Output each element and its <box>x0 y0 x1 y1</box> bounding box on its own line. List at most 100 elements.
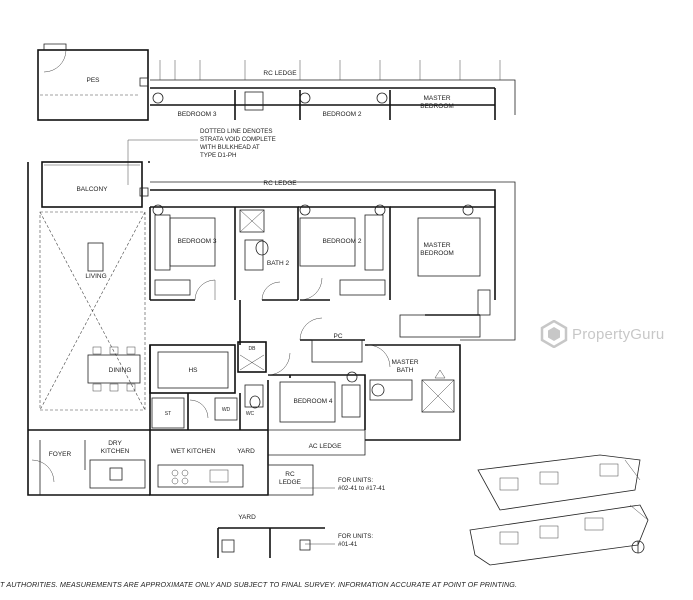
dining-chairs <box>92 346 136 392</box>
bedroom4-column <box>346 371 358 383</box>
foyer-label: FOYER <box>49 451 72 458</box>
master-bed <box>417 217 481 277</box>
key-plan-block-upper <box>477 454 641 511</box>
service-walls <box>187 380 269 430</box>
rc-ledge-small-2: LEDGE <box>279 479 302 486</box>
bedroom4-wardrobe <box>341 384 361 418</box>
outer-wall-left <box>27 162 150 496</box>
bedroom4-walls <box>268 374 366 430</box>
bath2-walls <box>235 206 299 301</box>
dry-kitchen-label-1: DRY <box>108 440 122 447</box>
yard-lower-label: YARD <box>238 514 256 521</box>
note-line-1: DOTTED LINE DENOTES <box>200 128 273 135</box>
master-bath-triangle <box>434 369 446 379</box>
top-master-label-1: MASTER <box>423 95 450 102</box>
wet-kitchen-sink <box>209 469 229 483</box>
corridor-walls <box>239 300 365 345</box>
bedroom3-bed <box>169 217 216 267</box>
top-master-label-2: BEDROOM <box>420 103 454 110</box>
top-bedroom3-label: BEDROOM 3 <box>177 111 216 118</box>
foyer-door <box>31 459 55 483</box>
balcony-outline <box>41 161 143 208</box>
units-range-2: #01-41 <box>338 541 358 548</box>
master-bath-label-1: MASTER <box>391 359 418 366</box>
master-bath-label-2: BATH <box>397 367 414 374</box>
bath2-label: BATH 2 <box>267 260 290 267</box>
strata-void-dashed <box>39 211 146 411</box>
outer-wall-top <box>148 161 496 300</box>
pes-label: PES <box>86 77 100 84</box>
note-line-3: WITH BULKHEAD AT <box>200 144 260 151</box>
note-leader-line <box>127 139 198 185</box>
rc-ledge-small-1: RC <box>285 471 295 478</box>
db-outline <box>237 341 267 373</box>
master-bath-walls <box>365 344 461 441</box>
rc-small-box <box>139 187 149 197</box>
bath2-shower-x <box>239 209 265 233</box>
note-line-4: TYPE D1-PH <box>200 152 236 159</box>
ac-ledge-label: AC LEDGE <box>309 443 343 450</box>
bedroom2-bed <box>299 217 356 267</box>
key-plan-block-lower <box>469 504 649 566</box>
key-plan-edges <box>624 459 649 521</box>
db-label: DB <box>249 346 257 352</box>
bedroom2-label: BEDROOM 2 <box>322 238 361 245</box>
master-bath-door <box>367 344 391 368</box>
wc-toilet <box>249 395 261 409</box>
upper-floor-plan: PES RC LEDGE BEDROOM 3 BEDROOM 2 MASTER … <box>37 43 516 121</box>
dry-kitchen-label-2: KITCHEN <box>101 448 130 455</box>
bedroom2-door <box>299 277 323 301</box>
main-floor-plan: BALCONY RC LEDGE LIVING BEDROOM 3 BATH 2 <box>27 161 516 496</box>
lower-yard-variant: YARD <box>217 514 325 558</box>
rc-ledge-top-label: RC LEDGE <box>263 70 297 77</box>
hs-inner <box>157 351 229 389</box>
pes-stair <box>43 43 67 50</box>
key-plan <box>469 454 649 566</box>
top-small-box <box>139 77 149 87</box>
master-side-unit <box>477 289 491 316</box>
bedroom3-wardrobe <box>154 214 171 271</box>
bedroom3-walls <box>150 206 236 301</box>
wet-kitchen-label: WET KITCHEN <box>171 448 216 455</box>
wc-vanity <box>244 384 264 408</box>
hs-outline <box>149 344 236 394</box>
ac-ledge-outline <box>268 429 366 456</box>
pes-outline <box>37 49 149 121</box>
strata-void-note: DOTTED LINE DENOTES STRATA VOID COMPLETE… <box>127 128 276 185</box>
kitchen-walls <box>28 429 269 496</box>
disclaimer-text: T AUTHORITIES. MEASUREMENTS ARE APPROXIM… <box>0 580 518 589</box>
rc-ledge-top-outline <box>150 79 516 115</box>
corridor-door <box>299 317 323 341</box>
foyer-walls <box>39 440 86 495</box>
units-label-2: FOR UNITS: <box>338 533 373 540</box>
dining-label: DINING <box>109 367 132 374</box>
top-column-3 <box>376 92 388 104</box>
bedroom2-column <box>299 204 311 216</box>
db-x <box>239 354 265 371</box>
key-plan-units <box>499 463 619 545</box>
wd-label: WD <box>222 407 231 413</box>
master-bath-basin <box>371 383 385 397</box>
top-bedroom2-label: BEDROOM 2 <box>322 111 361 118</box>
dry-kitchen-fridge <box>109 467 123 481</box>
master-bath-vanity <box>369 379 413 401</box>
units-range-1: #02-41 to #17-41 <box>338 485 386 492</box>
top-hatch <box>159 60 501 80</box>
watermark: PropertyGuru <box>540 318 690 354</box>
dry-kitchen-counter <box>89 459 146 489</box>
bath2-shower <box>239 209 265 233</box>
wet-kitchen-counter <box>157 464 244 488</box>
master-label-1: MASTER <box>423 242 450 249</box>
st-outline <box>151 397 185 429</box>
top-room-walls <box>150 88 496 120</box>
master-bath-shower-x <box>421 379 455 413</box>
bedroom4-door <box>267 352 291 376</box>
lower-yard-walls <box>217 527 325 558</box>
top-column-2 <box>299 92 311 104</box>
propertyguru-logo-icon <box>540 320 568 348</box>
rc-ledge-outline <box>150 181 516 341</box>
pc-label: PC <box>333 333 342 340</box>
master-walls <box>390 206 495 316</box>
master-wardrobe <box>399 314 481 338</box>
